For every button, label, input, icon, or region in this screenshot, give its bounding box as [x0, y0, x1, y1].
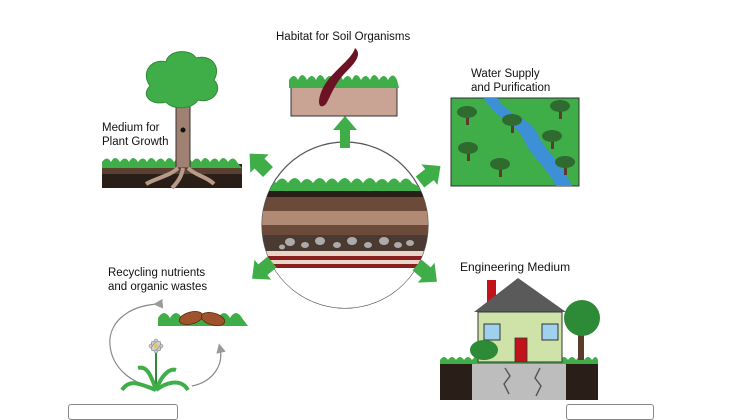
tree-icon [144, 51, 219, 190]
soil-profile-circle [261, 141, 429, 309]
footer-box-left [68, 404, 178, 420]
recycling-label: Recycling nutrients and organic wastes [108, 266, 207, 294]
engineering-label: Engineering Medium [460, 260, 570, 274]
tree-icons [457, 100, 575, 177]
flower-icon [120, 338, 190, 392]
plant-growth-label-line-1: Medium for [102, 122, 160, 134]
arrow-up-right [415, 164, 441, 188]
plant-growth-label: Medium for Plant Growth [102, 121, 168, 149]
water-supply-label-line-1: Water Supply [471, 68, 540, 80]
recycling-label-line-2: and organic wastes [108, 281, 208, 293]
plant-growth-block [102, 51, 242, 190]
habitat-soil-block [289, 48, 399, 117]
earthworm-icon [319, 48, 359, 107]
water-supply-label-line-2: and Purification [471, 82, 551, 94]
water-supply-label: Water Supply and Purification [471, 67, 550, 95]
recycling-label-line-1: Recycling nutrients [108, 267, 206, 279]
engineering-block [440, 278, 600, 400]
habitat-label: Habitat for Soil Organisms [276, 30, 410, 44]
arrow-up [333, 116, 357, 148]
leaf-icons [178, 311, 226, 326]
arrow-down-left [252, 256, 277, 280]
house-icon [470, 278, 600, 363]
habitat-label-text: Habitat for Soil Organisms [276, 31, 411, 43]
water-supply-block [450, 97, 580, 187]
crack [503, 367, 542, 397]
engineering-label-text: Engineering Medium [460, 260, 571, 274]
arrow-down-right [412, 259, 437, 283]
footer-box-right [566, 404, 654, 420]
recycling-cycle [109, 298, 248, 392]
plant-growth-label-line-2: Plant Growth [102, 136, 169, 148]
arrow-up-left [249, 153, 273, 177]
